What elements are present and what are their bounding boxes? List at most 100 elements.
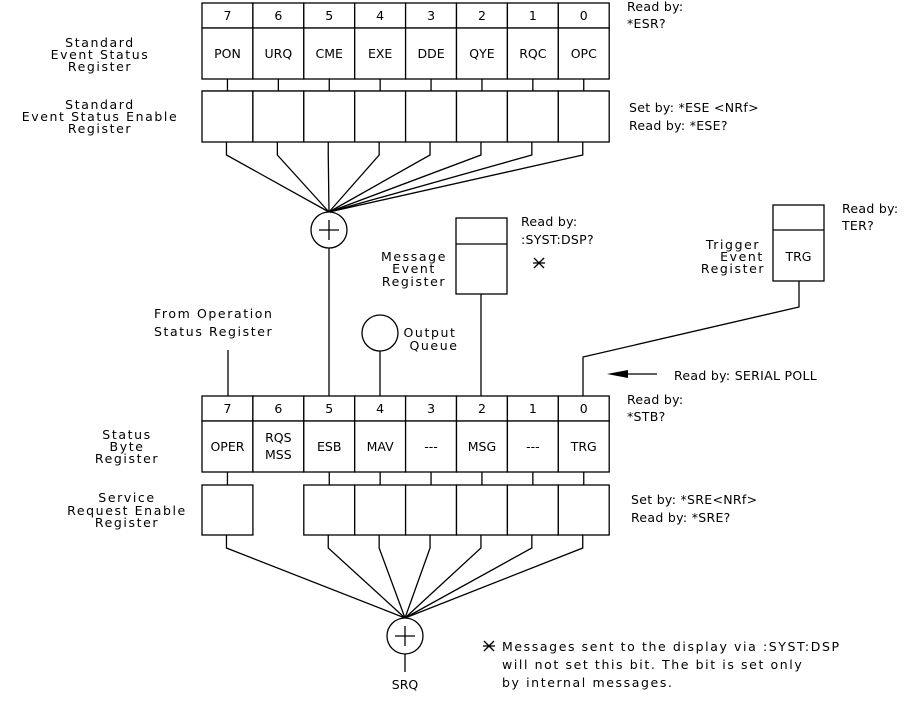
sbr-bit-name: MSS (265, 447, 292, 462)
ser-bit-cell (557, 2, 610, 29)
sbr-bit-name: MSG (468, 439, 496, 454)
standard-event-status-register: Standard Event Status Register 7PON6URQ5… (51, 2, 610, 92)
sbr-label-line1: Status (102, 427, 151, 442)
sbr-bit-name: TRG (570, 439, 597, 454)
operation-status-label-line1: From Operation (154, 306, 274, 321)
ese-bit-cell (404, 90, 458, 143)
sbr-name-cell (201, 420, 254, 473)
srq-fan-line (378, 535, 406, 619)
ese-read-by: Read by: *ESE? (629, 118, 728, 133)
ser-label-line3: Register (68, 59, 132, 74)
ser-bit-name: PON (214, 46, 241, 61)
ser-bit-number: 4 (376, 8, 384, 23)
esb-fan-line (327, 142, 330, 213)
ser-bit-name: QYE (469, 46, 494, 61)
sre-bit-cell (506, 484, 559, 536)
sbr-bit-name: --- (526, 439, 540, 454)
ser-read-by-command: *ESR? (627, 16, 666, 31)
esb-fan-line (225, 142, 330, 213)
sbr-label-line3: Register (95, 451, 159, 466)
sre-set-by: Set by: *SRE<NRf> (631, 492, 757, 507)
esb-fan-line (328, 142, 584, 213)
output-queue-icon (361, 314, 399, 352)
ser-bit-name: OPC (571, 46, 597, 61)
ser-bit-name: DDE (417, 46, 444, 61)
esb-fan-line (328, 142, 380, 213)
ser-bit-number: 7 (223, 8, 231, 23)
mer-label-line2: Event (392, 261, 436, 276)
sbr-bit-number: 7 (223, 401, 231, 416)
ser-bit-name: EXE (368, 46, 392, 61)
ser-bit-name: URQ (265, 46, 293, 61)
ese-bit-cell (201, 90, 254, 143)
sbr-bit-name: ESB (317, 439, 341, 454)
ser-name-cell (557, 27, 610, 80)
sbr-bit-cell (557, 395, 610, 422)
sbr-bit-name: RQS (265, 430, 292, 445)
sbr-bit-name: OPER (210, 439, 244, 454)
ser-bit-name: CME (316, 46, 344, 61)
output-queue-label-line2: Queue (409, 338, 458, 353)
footnote-line3: by internal messages. (502, 675, 674, 690)
sbr-bit-name: MAV (367, 439, 395, 454)
esb-fan-line (276, 142, 330, 213)
sre-bit-cell (455, 484, 509, 536)
message-event-register: Message Event Register (381, 217, 508, 295)
sbr-bit-number: 5 (325, 401, 333, 416)
ser-read-by-label: Read by: (627, 0, 683, 14)
serial-poll-label: Read by: SERIAL POLL (674, 368, 817, 383)
ser-bit-number: 5 (325, 8, 333, 23)
ser-bit-number: 2 (478, 8, 486, 23)
ter-label-line1: Trigger (705, 237, 760, 252)
srq-fan-line (327, 535, 406, 619)
ese-bit-cell (303, 90, 356, 143)
sbr-bit-name: --- (424, 439, 438, 454)
ter-label-line3: Register (701, 261, 765, 276)
srq-fan-line (404, 535, 482, 619)
sre-bit-cell (557, 484, 610, 536)
ese-bit-cell (455, 90, 509, 143)
footnote-line2: will not set this bit. The bit is set on… (502, 657, 803, 672)
sbr-name-cell (354, 420, 407, 473)
srq-fan-in-lines (225, 535, 584, 619)
sre-label-line3: Register (95, 515, 159, 530)
output-queue-label-line1: Output (403, 325, 456, 340)
sre-bit-cell (354, 484, 407, 536)
sbr-name-cell (252, 420, 305, 473)
serial-poll-arrow-icon (607, 370, 657, 378)
sbr-bit-number: 2 (478, 401, 486, 416)
sbr-read-by-command: *STB? (627, 409, 666, 424)
esb-fan-in-lines (225, 142, 584, 213)
sre-bit-cell (404, 484, 458, 536)
ese-bit-cell (354, 90, 407, 143)
sre-bit-cell (303, 484, 356, 536)
sbr-read-by-label: Read by: (627, 392, 683, 407)
mer-label-line3: Register (382, 274, 446, 289)
sbr-bit-cell (404, 395, 458, 422)
ese-set-by: Set by: *ESE <NRf> (629, 100, 759, 115)
footnote-line1: Messages sent to the display via :SYST:D… (502, 639, 841, 654)
srq-fan-line (404, 535, 533, 619)
ter-label-line2: Event (720, 249, 764, 264)
ser-name-cell (506, 27, 559, 80)
srq-fan-line (404, 535, 584, 619)
sbr-bit-cell (455, 395, 509, 422)
footnote-asterisk-icon (483, 640, 495, 652)
ese-bit-cell (252, 90, 305, 143)
standard-event-status-enable-register: Standard Event Status Enable Register (22, 90, 610, 143)
status-byte-register: Status Byte Register 7OPER6RQSMSS5ESB4MA… (95, 395, 610, 485)
sbr-bit-number: 0 (580, 401, 588, 416)
srq-fan-line (404, 535, 431, 619)
ter-read-by-command: TER? (841, 218, 874, 233)
esb-fan-line (328, 142, 431, 213)
ser-bit-number: 3 (427, 8, 435, 23)
sbr-bit-number: 6 (274, 401, 282, 416)
ser-label-line1: Standard (65, 35, 135, 50)
mer-label-line1: Message (381, 249, 447, 264)
ese-bit-cell (506, 90, 559, 143)
ser-bit-number: 0 (580, 8, 588, 23)
ser-bit-cell (455, 2, 509, 29)
ser-bit-name: RQC (519, 46, 547, 61)
srq-or-gate-icon (386, 617, 424, 655)
ese-bit-cell (557, 90, 610, 143)
